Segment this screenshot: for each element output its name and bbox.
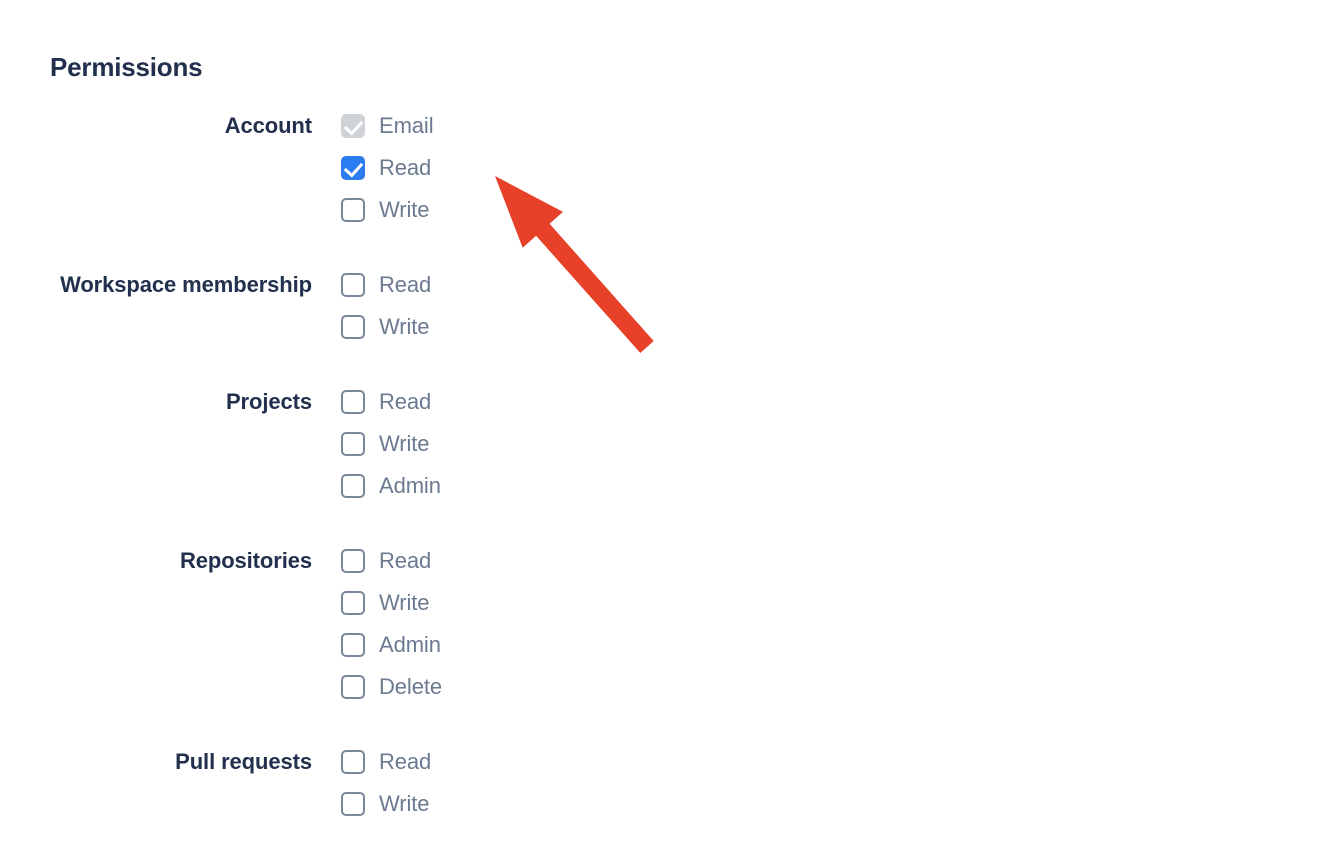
permission-group: PipelinesReadWriteEdit variables (660, 489, 1322, 615)
permission-option-row[interactable]: Read (341, 540, 442, 582)
checkbox-write[interactable] (341, 432, 365, 456)
checkbox-admin[interactable] (341, 633, 365, 657)
permissions-column-right: IssuesReadWriteWikisRead and writeSnippe… (660, 105, 1322, 732)
permission-option-row[interactable]: Email (341, 105, 434, 147)
checkbox-read[interactable] (341, 156, 365, 180)
checkbox-label: Write (379, 431, 430, 456)
checkbox-label: Read (379, 548, 432, 573)
checkbox-read[interactable] (341, 549, 365, 573)
checkbox-label: Write (379, 314, 430, 339)
permission-group: SnippetsReadWrite (660, 297, 1322, 381)
permission-group-label: Workspace membership (60, 272, 312, 297)
checkbox-delete[interactable] (341, 675, 365, 699)
permission-option-row[interactable]: Write (341, 423, 441, 465)
permission-group-label: Pipelines (660, 489, 1322, 531)
checkbox-write[interactable] (341, 591, 365, 615)
checkbox-write[interactable] (341, 198, 365, 222)
permission-option-row[interactable]: Write (341, 189, 434, 231)
permission-group-label: Repositories (179, 548, 312, 573)
permission-group: IssuesReadWrite (660, 105, 1322, 189)
permission-group-label: Issues (660, 105, 1322, 147)
permission-group-label: Wikis (660, 222, 1322, 264)
checkbox-read[interactable] (341, 390, 365, 414)
checkbox-label: Read (379, 749, 432, 774)
checkbox-label: Admin (379, 473, 441, 498)
checkbox-read[interactable] (341, 750, 365, 774)
checkbox-label: Admin (379, 632, 441, 657)
permission-option-row[interactable]: Write (341, 306, 431, 348)
permission-group-label: Account (224, 113, 312, 138)
permission-option-row[interactable]: Read (341, 741, 431, 783)
checkbox-write[interactable] (341, 792, 365, 816)
checkbox-label: Email (379, 113, 434, 138)
checkbox-label: Delete (379, 674, 442, 699)
permission-group-label: Runners (660, 648, 1322, 690)
checkbox-label: Read (379, 389, 432, 414)
checkbox-read[interactable] (341, 273, 365, 297)
permission-group: RunnersReadWrite (660, 648, 1322, 732)
permission-group-label: Webhooks (660, 414, 1322, 456)
page-title: Permissions (50, 52, 203, 82)
permission-group: WebhooksRead and write (660, 414, 1322, 456)
permission-group: WikisRead and write (660, 222, 1322, 264)
checkbox-email (341, 114, 365, 138)
permission-group-label: Projects (225, 389, 312, 414)
permission-option-row[interactable]: Read (341, 264, 431, 306)
checkbox-admin[interactable] (341, 474, 365, 498)
checkbox-label: Read (379, 272, 432, 297)
checkbox-label: Read (379, 155, 432, 180)
permission-option-row[interactable]: Delete (341, 666, 442, 708)
permission-option-row[interactable]: Admin (341, 624, 442, 666)
permission-group-label: Snippets (660, 297, 1322, 339)
checkbox-label: Write (379, 590, 430, 615)
permission-option-row[interactable]: Write (341, 783, 431, 825)
checkbox-label: Write (379, 197, 430, 222)
checkbox-write[interactable] (341, 315, 365, 339)
permission-option-row[interactable]: Admin (341, 465, 441, 507)
permission-option-row[interactable]: Read (341, 147, 434, 189)
checkbox-label: Write (379, 791, 430, 816)
permission-option-row[interactable]: Write (341, 582, 442, 624)
permission-group-label: Pull requests (175, 749, 312, 774)
permission-option-row[interactable]: Read (341, 381, 441, 423)
